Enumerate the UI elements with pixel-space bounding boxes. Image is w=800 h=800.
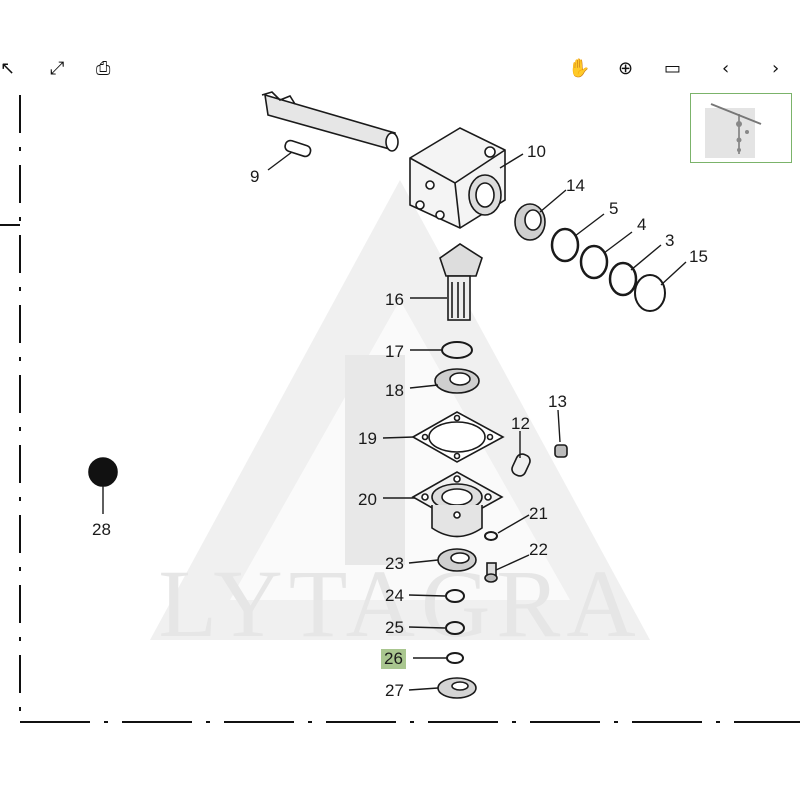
callout-24[interactable]: 24 bbox=[385, 586, 404, 605]
callout-5[interactable]: 5 bbox=[609, 199, 619, 218]
minimap-preview bbox=[705, 103, 762, 158]
fit-icon[interactable]: ▭ bbox=[664, 58, 682, 79]
part-13-nut bbox=[554, 444, 568, 458]
callout-27[interactable]: 27 bbox=[385, 681, 404, 700]
callout-20[interactable]: 20 bbox=[358, 490, 377, 509]
part-21-washer bbox=[484, 531, 498, 541]
part-20-flange-housing bbox=[411, 471, 504, 538]
part-25-ring bbox=[445, 621, 465, 635]
part-18-bearing bbox=[434, 368, 480, 394]
callout-23[interactable]: 23 bbox=[385, 554, 404, 573]
callout-21[interactable]: 21 bbox=[529, 504, 548, 523]
callout-13[interactable]: 13 bbox=[548, 392, 567, 411]
part-drive-shaft bbox=[261, 91, 399, 152]
part-23-seal bbox=[437, 548, 477, 572]
prev-icon[interactable]: ‹ bbox=[722, 58, 730, 79]
callout-25[interactable]: 25 bbox=[385, 618, 404, 637]
part-26-ring bbox=[446, 652, 464, 664]
part-16-pinion-gear bbox=[439, 243, 483, 321]
part-3-ring bbox=[608, 261, 638, 297]
part-27-seal bbox=[437, 677, 477, 699]
part-5-ring bbox=[550, 227, 580, 263]
callout-9[interactable]: 9 bbox=[250, 167, 260, 186]
callout-4[interactable]: 4 bbox=[637, 215, 647, 234]
callout-15[interactable]: 15 bbox=[689, 247, 708, 266]
part-14-bearing bbox=[514, 203, 546, 241]
callout-22[interactable]: 22 bbox=[529, 540, 548, 559]
callout-16[interactable]: 16 bbox=[385, 290, 404, 309]
callout-28[interactable]: 28 bbox=[92, 520, 111, 539]
print-icon[interactable]: ⎙ bbox=[96, 58, 111, 79]
leader-lines bbox=[102, 151, 687, 691]
part-4-ring bbox=[579, 244, 609, 280]
callout-3[interactable]: 3 bbox=[665, 231, 675, 250]
callout-26-highlighted[interactable]: 26 bbox=[381, 649, 406, 669]
part-15-ring bbox=[634, 274, 666, 312]
minimap-thumbnail[interactable] bbox=[690, 93, 792, 163]
zoom-icon[interactable]: ⊕ bbox=[618, 58, 634, 79]
part-19-gasket bbox=[411, 411, 505, 463]
hand-icon[interactable]: ✋ bbox=[568, 58, 591, 79]
part-10-gearbox-housing bbox=[409, 127, 506, 229]
watermark-text: LYTAGRA bbox=[158, 550, 642, 657]
callout-18[interactable]: 18 bbox=[385, 381, 404, 400]
part-22-bolt bbox=[484, 562, 498, 583]
next-icon[interactable]: › bbox=[772, 58, 780, 79]
part-17-washer bbox=[441, 341, 473, 359]
callout-14[interactable]: 14 bbox=[566, 176, 585, 195]
expand-icon[interactable]: ⤢ bbox=[50, 58, 65, 79]
part-28-grease-point bbox=[88, 457, 118, 487]
arrow-icon[interactable]: ↖ bbox=[0, 58, 16, 79]
part-9-key bbox=[284, 139, 312, 158]
callout-19[interactable]: 19 bbox=[358, 429, 377, 448]
callout-10[interactable]: 10 bbox=[527, 142, 546, 161]
callout-17[interactable]: 17 bbox=[385, 342, 404, 361]
part-24-ring bbox=[445, 589, 465, 603]
part-12-sleeve bbox=[511, 453, 531, 477]
callout-12[interactable]: 12 bbox=[511, 414, 530, 433]
